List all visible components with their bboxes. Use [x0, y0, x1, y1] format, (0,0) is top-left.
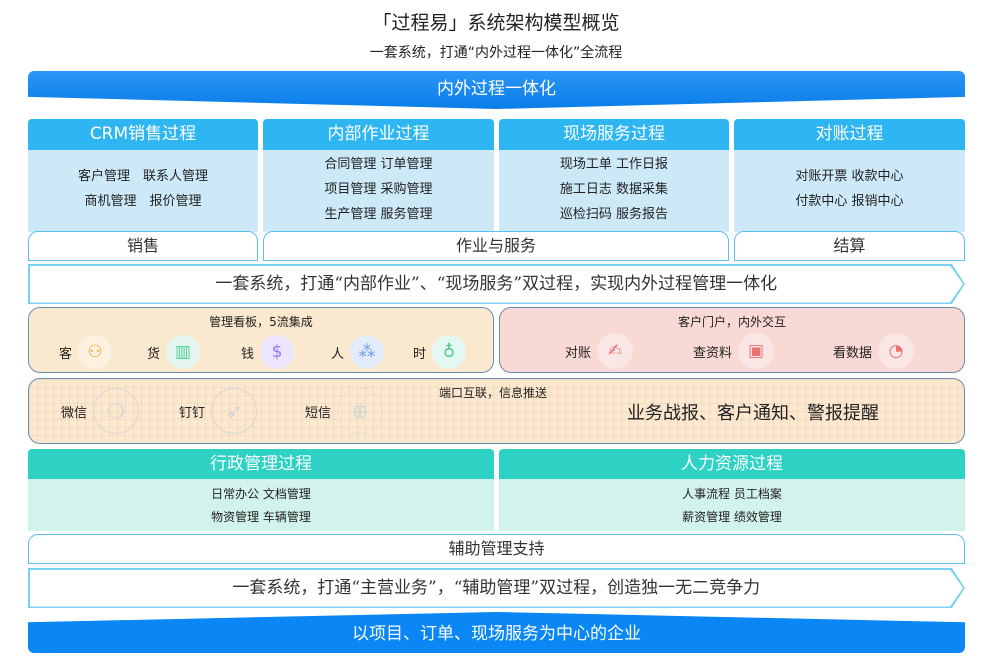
dashboard-item-goods: 货▥ — [147, 335, 201, 369]
item-label: 查资料 — [693, 345, 733, 361]
org-chart-icon: ⁂ — [350, 335, 385, 369]
arrow-banner-1-text: 一套系统，打通“内部作业”、“现场服务”双过程，实现内外过程管理一体化 — [29, 265, 963, 303]
tab-support: 辅助管理支持 — [28, 534, 965, 564]
column-header-reconcile: 对账过程 — [734, 119, 965, 150]
item-label: 时 — [413, 346, 427, 362]
item-label: 短信 — [305, 405, 332, 421]
column-header-internal: 内部作业过程 — [263, 119, 494, 150]
item-label: 看数据 — [833, 345, 873, 361]
building-icon: ▥ — [166, 335, 201, 369]
item-label: 钱 — [241, 346, 255, 362]
push-panel: 端口互联，信息推送 微信 ❍ 钉钉 ➶ 短信 ⊕ 业务战报、客户通知、警报提醒 — [28, 378, 965, 444]
item-label: 客 — [59, 346, 73, 362]
item-label: 微信 — [61, 405, 88, 421]
money-bag-icon: $ — [260, 335, 295, 369]
dashboard-item-time: 时♁ — [413, 335, 467, 369]
column-line: 物资管理 车辆管理 — [211, 510, 311, 524]
dashboard-panel: 管理看板，5流集成 客⚇ 货▥ 钱$ 人⁂ 时♁ — [28, 307, 494, 373]
column-line: 合同管理 订单管理 — [324, 156, 433, 172]
column-header-field: 现场服务过程 — [499, 119, 729, 150]
tab-sales: 销售 — [28, 231, 258, 261]
push-item-dingtalk: 钉钉 ➶ — [179, 388, 258, 434]
column-header-crm: CRM销售过程 — [28, 119, 258, 150]
tab-settlement: 结算 — [734, 231, 965, 261]
item-label: 钉钉 — [179, 405, 206, 421]
column-body-hr: 人事流程 员工档案 薪资管理 绩效管理 — [499, 479, 965, 531]
column-body-internal: 合同管理 订单管理 项目管理 采购管理 生产管理 服务管理 — [263, 150, 494, 232]
column-line: 巡检扫码 服务报告 — [559, 206, 669, 222]
arrow-banner-1: 一套系统，打通“内部作业”、“现场服务”双过程，实现内外过程管理一体化 — [28, 264, 965, 304]
push-item-sms: 短信 ⊕ — [305, 388, 384, 434]
item-label: 对账 — [565, 345, 592, 361]
dashboard-item-customer: 客⚇ — [59, 335, 113, 369]
column-line: 人事流程 员工档案 — [682, 487, 782, 501]
dashboard-item-money: 钱$ — [241, 335, 295, 369]
column-line: 薪资管理 绩效管理 — [682, 510, 782, 524]
column-line: 客户管理 联系人管理 — [77, 169, 208, 184]
item-label: 货 — [147, 346, 161, 362]
column-line: 日常办公 文档管理 — [211, 487, 311, 501]
dashboard-item-people: 人⁂ — [331, 335, 385, 369]
column-header-admin: 行政管理过程 — [28, 449, 494, 479]
column-body-crm: 客户管理 联系人管理 商机管理 报价管理 — [28, 150, 258, 232]
lightbulb-icon: ♁ — [432, 335, 467, 369]
column-line: 现场工单 工作日报 — [559, 156, 669, 172]
column-line: 付款中心 报销中心 — [795, 194, 904, 209]
portal-item-data: 看数据 ◔ — [833, 333, 915, 369]
portal-item-documents: 查资料 ▣ — [693, 333, 775, 369]
push-title: 端口互联，信息推送 — [439, 386, 548, 400]
portal-title: 客户门户，内外交互 — [677, 315, 786, 329]
column-body-reconcile: 对账开票 收款中心 付款中心 报销中心 — [734, 150, 965, 232]
column-line: 对账开票 收款中心 — [795, 169, 904, 184]
hand-box-icon: ▣ — [738, 333, 775, 369]
people-icon: ⚇ — [78, 335, 113, 369]
bottom-banner: 以项目、订单、现场服务为中心的企业 — [28, 612, 965, 653]
portal-panel: 客户门户，内外交互 对账 ✍ 查资料 ▣ 看数据 ◔ — [499, 307, 965, 373]
page-title: 「过程易」系统架构模型概览 — [372, 12, 620, 34]
column-line: 施工日志 数据采集 — [559, 181, 669, 197]
push-item-wechat: 微信 ❍ — [61, 388, 140, 434]
push-headline: 业务战报、客户通知、警报提醒 — [627, 403, 879, 424]
column-body-admin: 日常办公 文档管理 物资管理 车辆管理 — [28, 479, 494, 531]
item-label: 人 — [331, 346, 345, 362]
column-header-hr: 人力资源过程 — [499, 449, 965, 479]
tab-operations: 作业与服务 — [263, 231, 729, 261]
arrow-banner-2: 一套系统，打通“主营业务”，“辅助管理”双过程，创造独一无二竞争力 — [28, 568, 965, 608]
pie-chart-icon: ◔ — [878, 333, 915, 369]
handshake-icon: ✍ — [597, 333, 634, 369]
column-body-field: 现场工单 工作日报 施工日志 数据采集 巡检扫码 服务报告 — [499, 150, 729, 232]
top-banner: 内外过程一体化 — [28, 71, 965, 109]
portal-item-reconcile: 对账 ✍ — [565, 333, 634, 369]
column-line: 项目管理 采购管理 — [324, 181, 433, 197]
dingtalk-icon: ➶ — [211, 388, 258, 434]
column-line: 生产管理 服务管理 — [324, 206, 433, 222]
dashboard-title: 管理看板，5流集成 — [209, 315, 313, 329]
globe-cursor-icon: ⊕ — [337, 388, 384, 434]
arrow-banner-2-text: 一套系统，打通“主营业务”，“辅助管理”双过程，创造独一无二竞争力 — [29, 569, 963, 607]
column-line: 商机管理 报价管理 — [84, 194, 202, 209]
wechat-icon: ❍ — [93, 388, 140, 434]
page-subtitle: 一套系统，打通“内外过程一体化”全流程 — [369, 45, 623, 61]
